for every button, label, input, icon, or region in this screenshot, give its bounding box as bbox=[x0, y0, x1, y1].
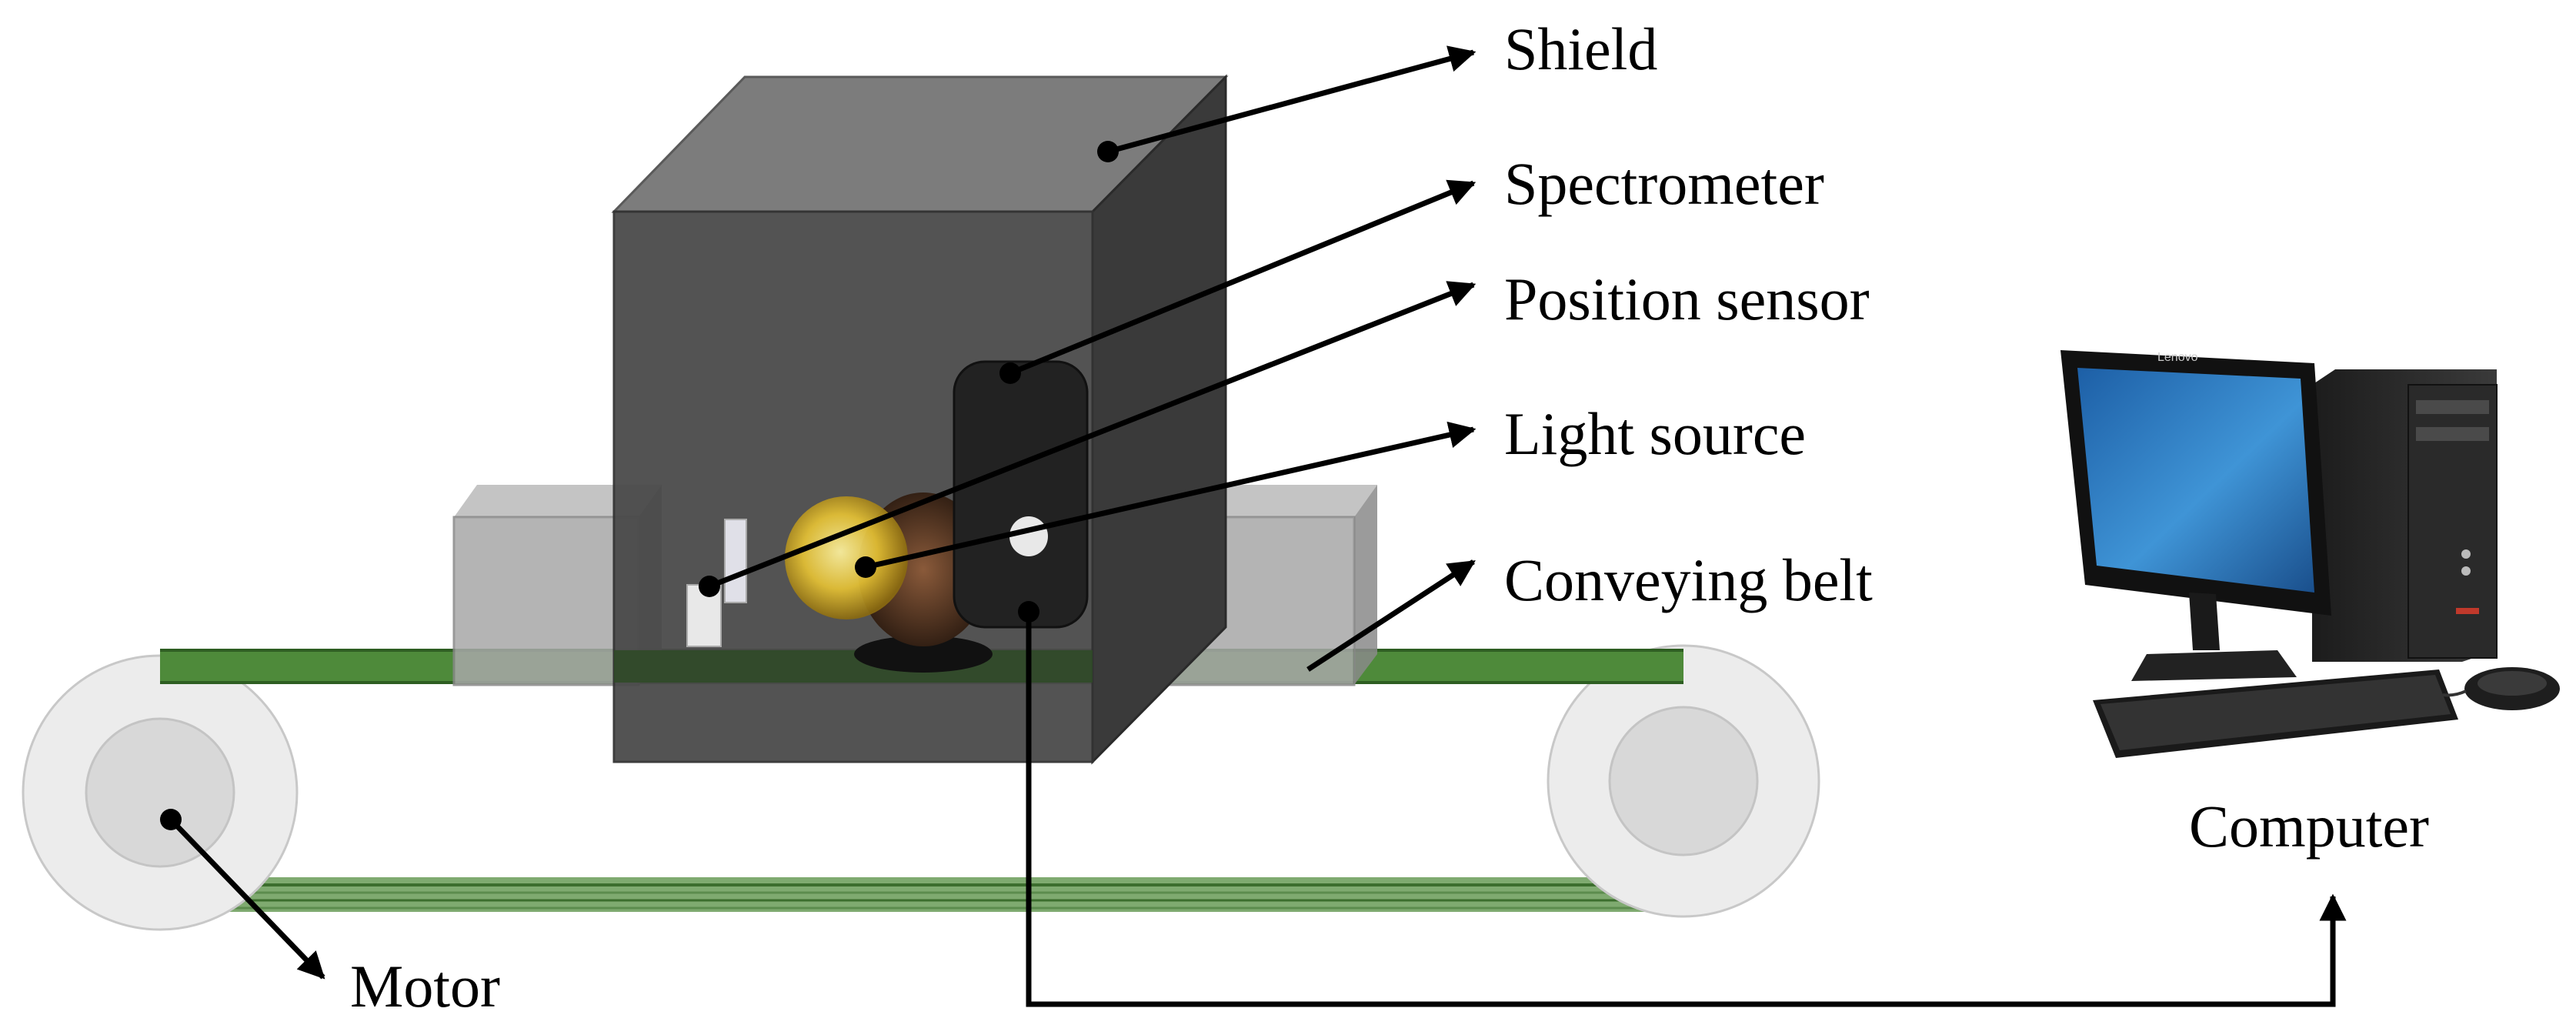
spectrometer-unit bbox=[953, 360, 1089, 629]
light-source-arrow bbox=[865, 421, 1477, 570]
label-motor: Motor bbox=[350, 953, 500, 1020]
leader-arrows bbox=[169, 45, 2347, 1007]
label-light-source: Light source bbox=[1504, 400, 1806, 467]
sample-stage bbox=[854, 636, 993, 673]
left-pulley bbox=[22, 654, 299, 931]
computer-icon bbox=[2060, 350, 2560, 758]
spectrometer-arrow bbox=[1009, 179, 1477, 376]
conveying-belt-arrow bbox=[1306, 559, 1476, 672]
label-position-sensor: Position sensor bbox=[1504, 265, 1870, 332]
data-cable-arrow bbox=[1026, 612, 2347, 1007]
leader-dots bbox=[160, 141, 1119, 830]
light-bulb bbox=[785, 496, 908, 619]
conveyor-belt-lower bbox=[150, 877, 1681, 912]
motor-arrow bbox=[169, 817, 325, 980]
label-conveying-belt: Conveying belt bbox=[1504, 546, 1873, 613]
label-computer: Computer bbox=[2189, 793, 2429, 860]
right-pulley bbox=[1547, 644, 1820, 918]
label-shield: Shield bbox=[1504, 15, 1657, 82]
label-spectrometer: Spectrometer bbox=[1504, 150, 1824, 217]
shield-arrow bbox=[1107, 45, 1477, 155]
position-sensor-arrow bbox=[708, 281, 1477, 589]
monitor-brand-text: Lenovo bbox=[2157, 351, 2198, 364]
